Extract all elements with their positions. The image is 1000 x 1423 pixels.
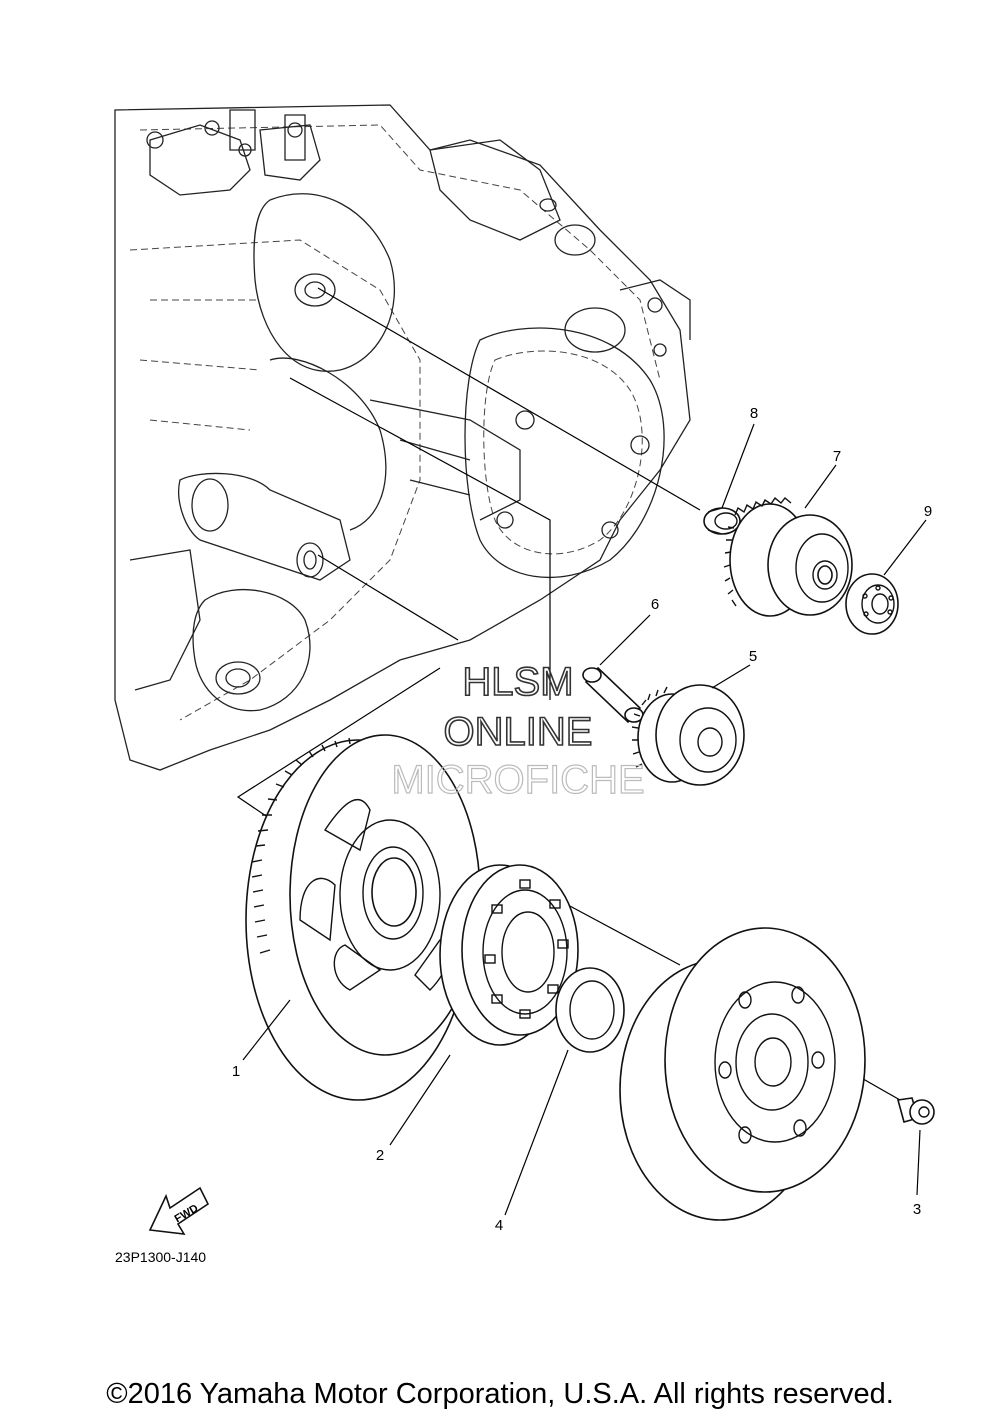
- part-5-idler-gear-2: [631, 684, 745, 786]
- fwd-arrow-icon: FWD: [148, 1186, 210, 1235]
- watermark-line-1: HLSM: [462, 660, 573, 704]
- part-2-one-way-clutch: [439, 864, 579, 1046]
- assembly-lines: [236, 287, 901, 1101]
- callout-3: 3: [913, 1201, 921, 1218]
- starter-clutch-housing: [619, 927, 866, 1221]
- callout-labels: 1 2 3 4 5 6 7 8 9: [232, 405, 932, 1234]
- callout-4: 4: [495, 1217, 503, 1234]
- watermark-line-2: ONLINE: [444, 710, 593, 754]
- callout-9: 9: [924, 503, 932, 520]
- part-7-idler-gear: [723, 496, 853, 617]
- part-1-starter-clutch-gear: [245, 734, 481, 1101]
- callout-1: 1: [232, 1063, 240, 1080]
- callout-8: 8: [750, 405, 758, 422]
- callout-2: 2: [376, 1147, 384, 1164]
- watermark: HLSM ONLINE MICROFICHE: [391, 659, 646, 802]
- watermark-line-3: MICROFICHE: [391, 758, 644, 802]
- part-9-ball-bearing: [845, 573, 899, 635]
- callout-6: 6: [651, 596, 659, 613]
- callout-7: 7: [833, 448, 841, 465]
- callout-leaders: [242, 423, 927, 1216]
- callout-5: 5: [749, 648, 757, 665]
- part-4-washer: [555, 967, 625, 1053]
- part-3-bolt: [896, 1097, 935, 1125]
- copyright-notice: ©2016 Yamaha Motor Corporation, U.S.A. A…: [106, 1378, 894, 1410]
- diagram-code: 23P1300-J140: [115, 1249, 206, 1265]
- engine-crankcase: [114, 104, 691, 771]
- part-8-needle-bearing: [703, 507, 741, 535]
